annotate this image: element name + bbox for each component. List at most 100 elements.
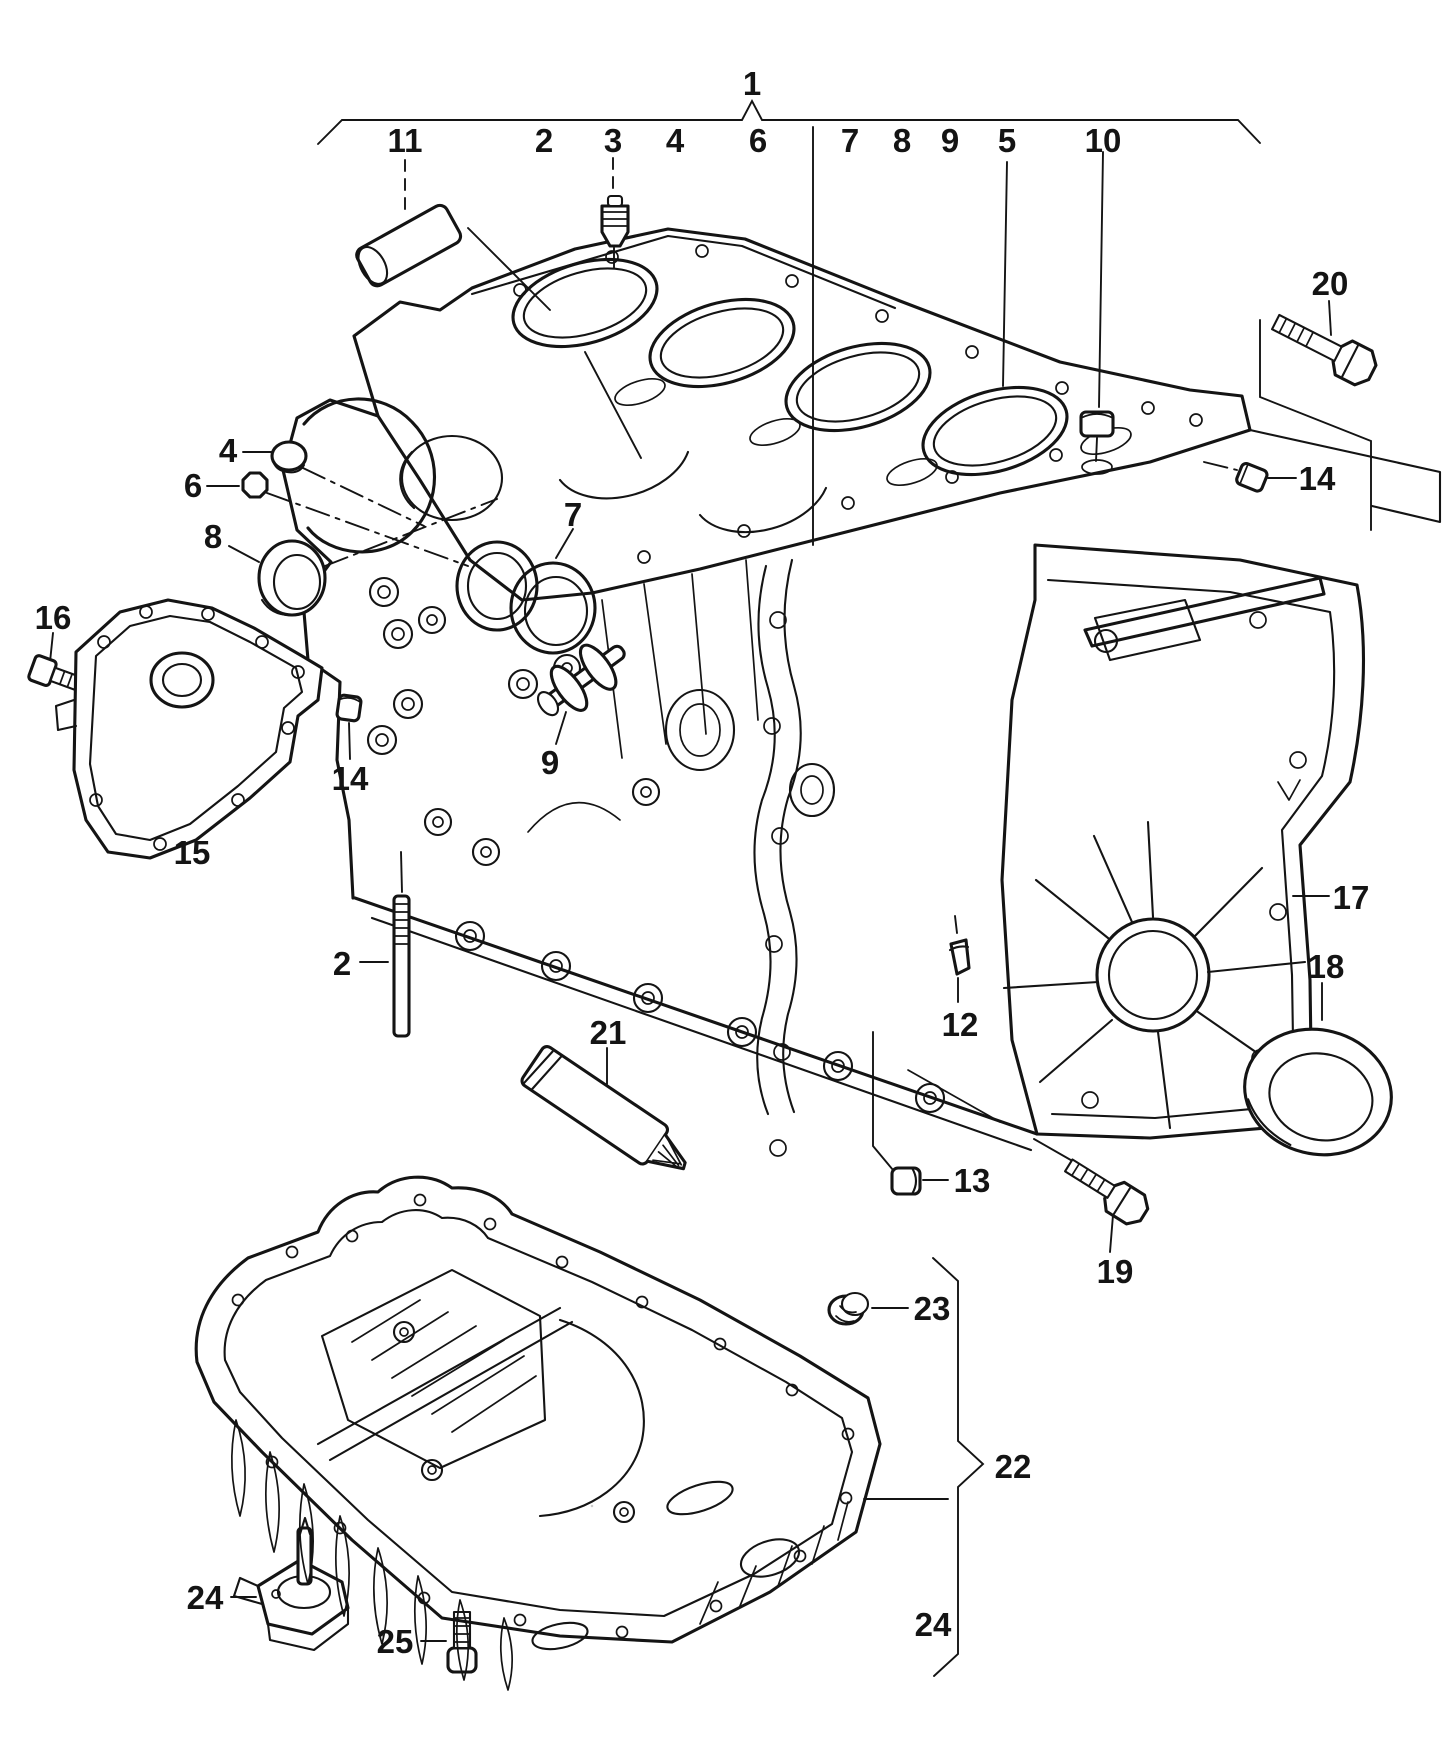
callout-18: 18 <box>1308 948 1345 985</box>
deck-water-passage <box>886 457 938 487</box>
rim-hole <box>231 1293 245 1307</box>
gasket-hole <box>769 611 787 629</box>
cylinder-bore-1 <box>511 257 659 349</box>
assembly-bracket <box>317 98 1261 546</box>
callout-22: 22 <box>995 1448 1032 1485</box>
dowel-14-right <box>1235 461 1269 493</box>
leader-6-dashdot <box>266 492 469 567</box>
fin <box>413 1575 428 1665</box>
boss-hole <box>432 816 444 828</box>
callout-2-top: 2 <box>535 122 553 159</box>
cover-outline <box>1000 543 1366 1140</box>
leader-10 <box>1098 151 1104 408</box>
flange-hole <box>139 605 153 619</box>
boss <box>631 777 661 807</box>
spoke <box>1206 960 1307 974</box>
cover-v-mark <box>1277 779 1301 801</box>
plug-threads <box>601 211 629 227</box>
spoke <box>1193 866 1264 938</box>
spoke <box>1156 1030 1172 1130</box>
deck-water-passage <box>614 377 666 407</box>
windage-edge <box>907 1069 1001 1123</box>
head-bolt-2 <box>392 894 411 1038</box>
callout-14-left: 14 <box>332 760 369 797</box>
floor-boss <box>392 1320 416 1344</box>
core-plug-4 <box>270 440 308 474</box>
boss <box>822 1050 854 1082</box>
flange-hole <box>97 635 111 649</box>
pan-rim-outer <box>194 1175 882 1644</box>
block-left-outline <box>281 398 380 900</box>
boss-hole <box>831 1059 845 1073</box>
cylinder-bores <box>511 257 1069 534</box>
stud-12 <box>948 938 971 976</box>
face-bore-arc-1 <box>558 450 690 500</box>
callout-10: 10 <box>1085 122 1122 159</box>
leader-12-upper <box>954 915 958 934</box>
callout-24-left: 24 <box>187 1579 224 1616</box>
water-pump-housing <box>302 397 437 554</box>
leader-4-dashdot <box>302 467 425 527</box>
floor-boss-hole <box>619 1507 629 1517</box>
gasket-hole <box>771 827 789 845</box>
stud-body <box>949 938 971 976</box>
flange-tab <box>54 698 78 732</box>
face-bore-arc-2 <box>698 486 828 534</box>
gasket-crank-ring-inner <box>679 703 721 757</box>
boss <box>540 950 572 982</box>
fin <box>372 1547 388 1645</box>
boss <box>368 576 400 608</box>
deck-hole <box>875 309 889 323</box>
stud-collar <box>948 945 970 952</box>
bracket-line <box>317 98 1261 145</box>
ring-depth <box>260 598 294 617</box>
leader-16 <box>49 632 54 663</box>
bottom-rail-outer <box>353 896 1039 1136</box>
callout-25: 25 <box>377 1623 414 1660</box>
callout-8-top: 8 <box>893 122 911 159</box>
gasket-idler-inner <box>800 775 824 805</box>
deck-holes <box>513 244 1203 564</box>
plug-body <box>890 1166 922 1196</box>
deck-hole <box>965 345 979 359</box>
dowel-pin-11 <box>355 203 463 288</box>
boss <box>471 837 501 867</box>
callout-7-mid: 7 <box>564 496 582 533</box>
callout-4-left: 4 <box>219 432 238 469</box>
rim-hole <box>345 1229 359 1243</box>
boss-hole <box>516 677 530 691</box>
callout-6-top: 6 <box>749 122 767 159</box>
leader-13-poly <box>872 1031 894 1171</box>
boss <box>392 688 424 720</box>
rim-hole <box>413 1193 427 1207</box>
boss <box>632 982 664 1014</box>
sleeve-7-inner <box>523 575 589 647</box>
spoke-hub-inner <box>1107 929 1199 1021</box>
boss <box>726 1016 758 1048</box>
leader-2-top <box>584 351 642 459</box>
rim-hole <box>635 1295 649 1309</box>
leader-10-lower <box>1095 437 1098 462</box>
flange-hole <box>281 721 295 735</box>
flange-outline <box>72 598 324 860</box>
leader-14-right-dashdot <box>1203 461 1238 471</box>
rim-hole <box>839 1491 853 1505</box>
sealing-flange-15 <box>54 598 324 860</box>
spoke <box>1092 834 1134 924</box>
deck-water-passage <box>749 417 801 447</box>
boss-hole <box>640 786 652 798</box>
bolt-shank <box>1064 1158 1116 1199</box>
cylinder-bore-4-inner <box>932 395 1058 467</box>
cylinder-bore-4 <box>921 385 1069 477</box>
pin-end <box>357 246 389 285</box>
boss-hole <box>923 1091 937 1105</box>
nozzle-head <box>536 691 560 717</box>
leader-lines <box>49 151 1372 1677</box>
boss <box>417 605 447 635</box>
leader-2-stud-up <box>400 851 403 893</box>
rim-hole <box>483 1217 497 1231</box>
bolt-19 <box>1064 1158 1150 1226</box>
deck-hole <box>841 496 855 510</box>
